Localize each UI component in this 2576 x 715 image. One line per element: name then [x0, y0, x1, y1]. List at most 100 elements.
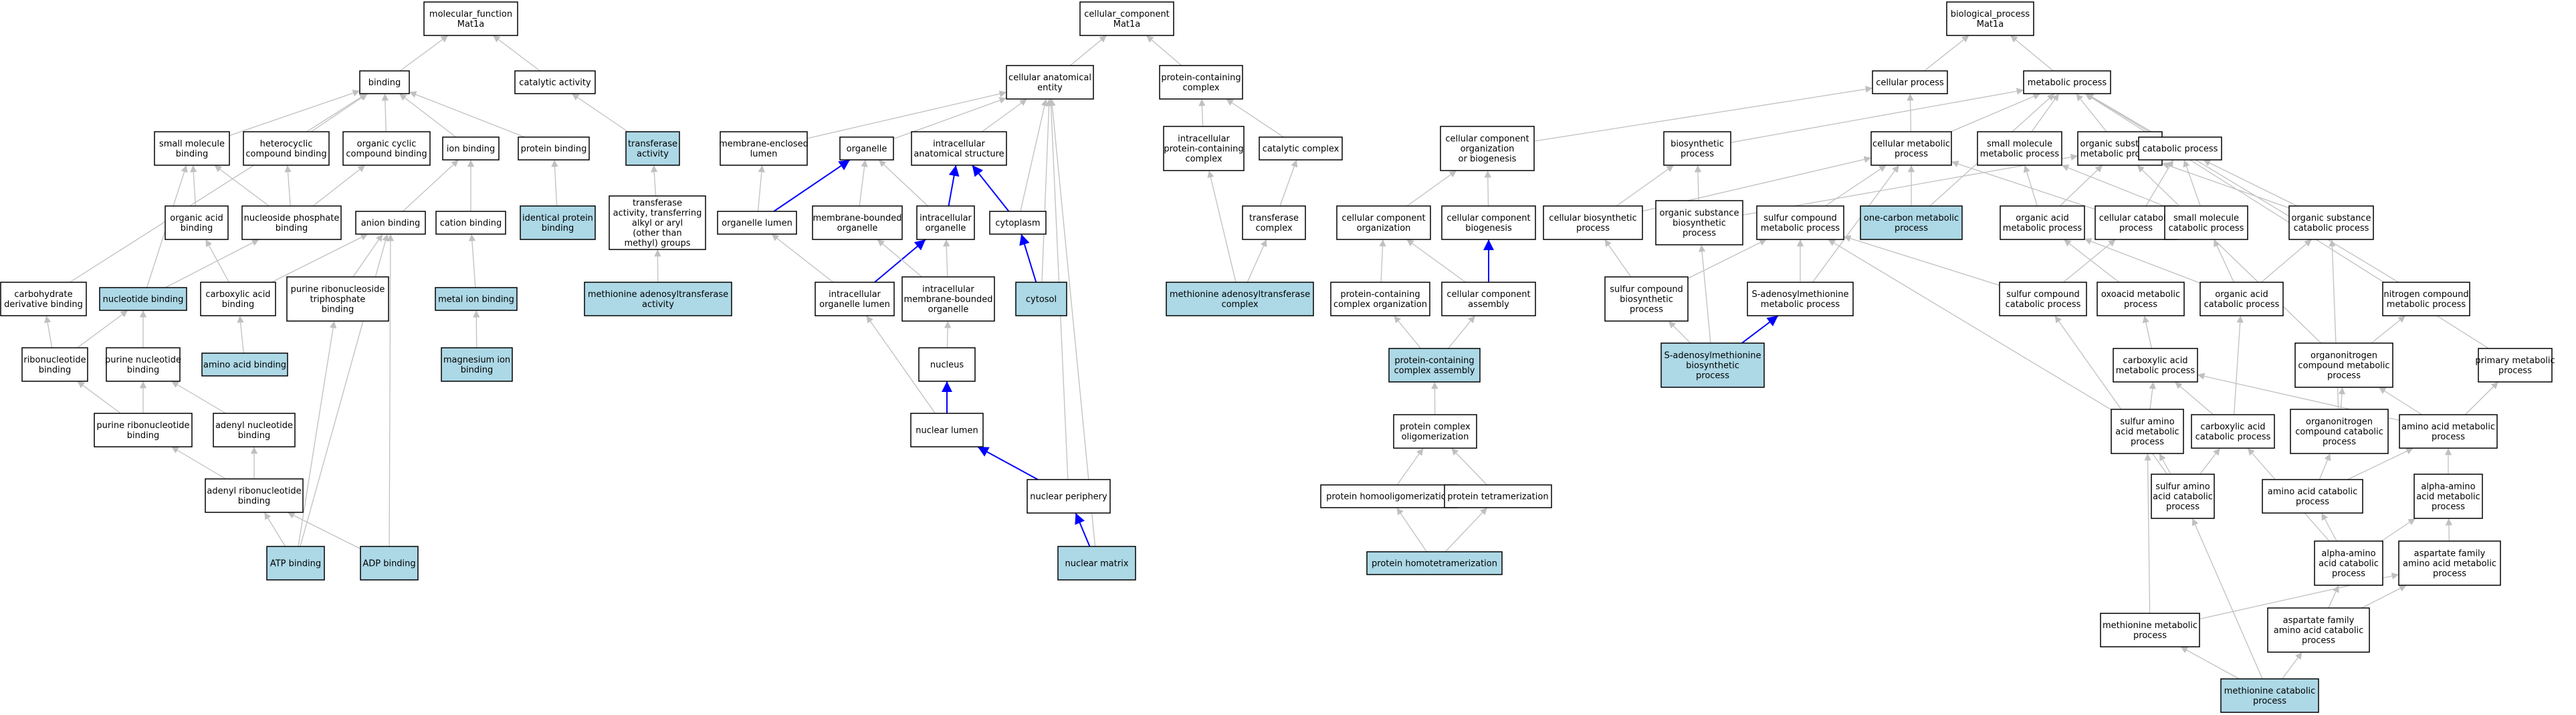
go-term-node[interactable]: organelle lumen — [717, 211, 797, 235]
go-term-node[interactable]: nuclear matrix — [1057, 546, 1136, 581]
go-term-node[interactable]: metabolic process — [2023, 70, 2111, 94]
go-term-node[interactable]: metal ion binding — [435, 287, 518, 311]
go-term-node[interactable]: cytoplasm — [989, 211, 1047, 235]
go-term-node[interactable]: ADP binding — [360, 546, 419, 581]
go-term-node[interactable]: protein homooligomerization — [1320, 484, 1458, 508]
go-term-node[interactable]: anion binding — [355, 211, 426, 235]
go-term-node[interactable]: cation binding — [435, 211, 506, 235]
go-term-node[interactable]: protein homotetramerization — [1366, 551, 1503, 575]
go-term-node[interactable]: nuclear lumen — [910, 413, 984, 447]
go-term-node[interactable]: cellular process — [1872, 70, 1948, 94]
go-term-node[interactable]: ion binding — [442, 136, 500, 161]
go-term-node[interactable]: catalytic activity — [514, 70, 596, 94]
go-term-node[interactable]: catabolic process — [2138, 136, 2222, 161]
go-term-node[interactable]: organelle — [839, 136, 894, 161]
go-term-node[interactable]: nuclear periphery — [1027, 479, 1111, 514]
go-term-node[interactable]: catalytic complex — [1259, 136, 1343, 161]
node-label-line: Mat1a — [457, 19, 485, 29]
go-term-node[interactable]: nucleotide binding — [99, 287, 187, 311]
go-term-node[interactable]: amino acid binding — [201, 352, 288, 377]
go-term-node[interactable]: ATP binding — [266, 546, 325, 581]
go-term-node[interactable]: nucleus — [918, 347, 976, 382]
go-term-node[interactable]: cytosol — [1015, 282, 1067, 316]
node-label-line: biological_process — [1951, 9, 2030, 19]
go-term-node[interactable]: protein binding — [518, 136, 590, 161]
go-term-node[interactable]: binding — [359, 70, 410, 94]
go-term-node[interactable]: protein tetramerization — [1444, 484, 1552, 508]
